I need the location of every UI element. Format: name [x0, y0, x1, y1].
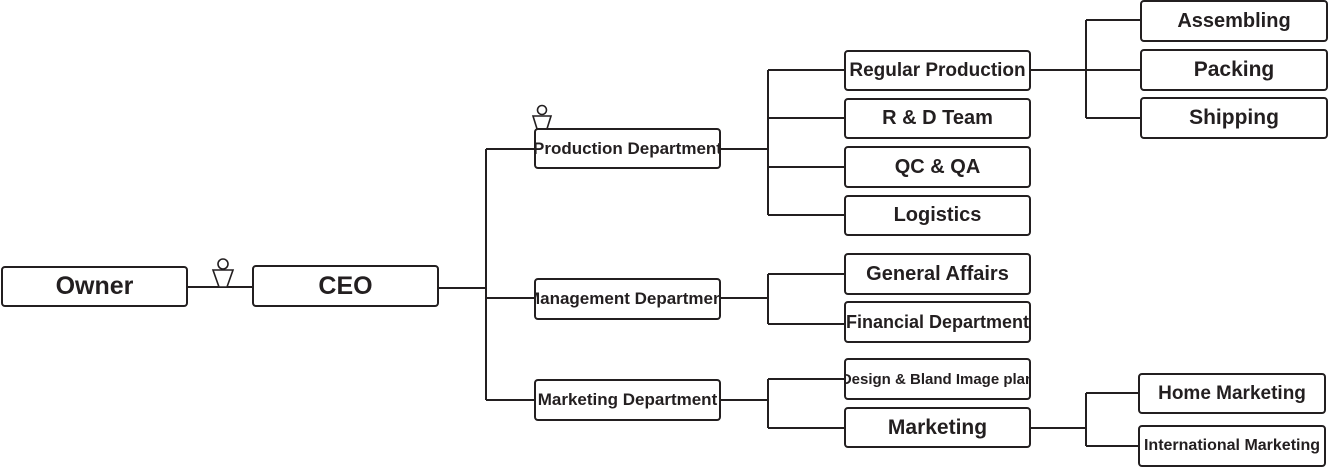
- person-icon: [211, 258, 235, 288]
- logistics-box: Logistics: [844, 195, 1031, 236]
- financial-department-box: Financial Department: [844, 301, 1031, 343]
- management-department-box: Management Department: [534, 278, 721, 320]
- design-image-plan-box: Design & Bland Image plan: [844, 358, 1031, 400]
- owner-box: Owner: [1, 266, 188, 307]
- international-marketing-box: International Marketing: [1138, 425, 1326, 467]
- rd-team-box: R & D Team: [844, 98, 1031, 139]
- home-marketing-box: Home Marketing: [1138, 373, 1326, 414]
- assembling-box: Assembling: [1140, 0, 1328, 42]
- shipping-box: Shipping: [1140, 97, 1328, 139]
- packing-box: Packing: [1140, 49, 1328, 91]
- marketing-box: Marketing: [844, 407, 1031, 448]
- qc-qa-box: QC & QA: [844, 146, 1031, 188]
- ceo-box: CEO: [252, 265, 439, 307]
- marketing-department-box: Marketing Department: [534, 379, 721, 421]
- general-affairs-box: General Affairs: [844, 253, 1031, 295]
- production-department-box: Production Department: [534, 128, 721, 169]
- regular-production-box: Regular Production: [844, 50, 1031, 91]
